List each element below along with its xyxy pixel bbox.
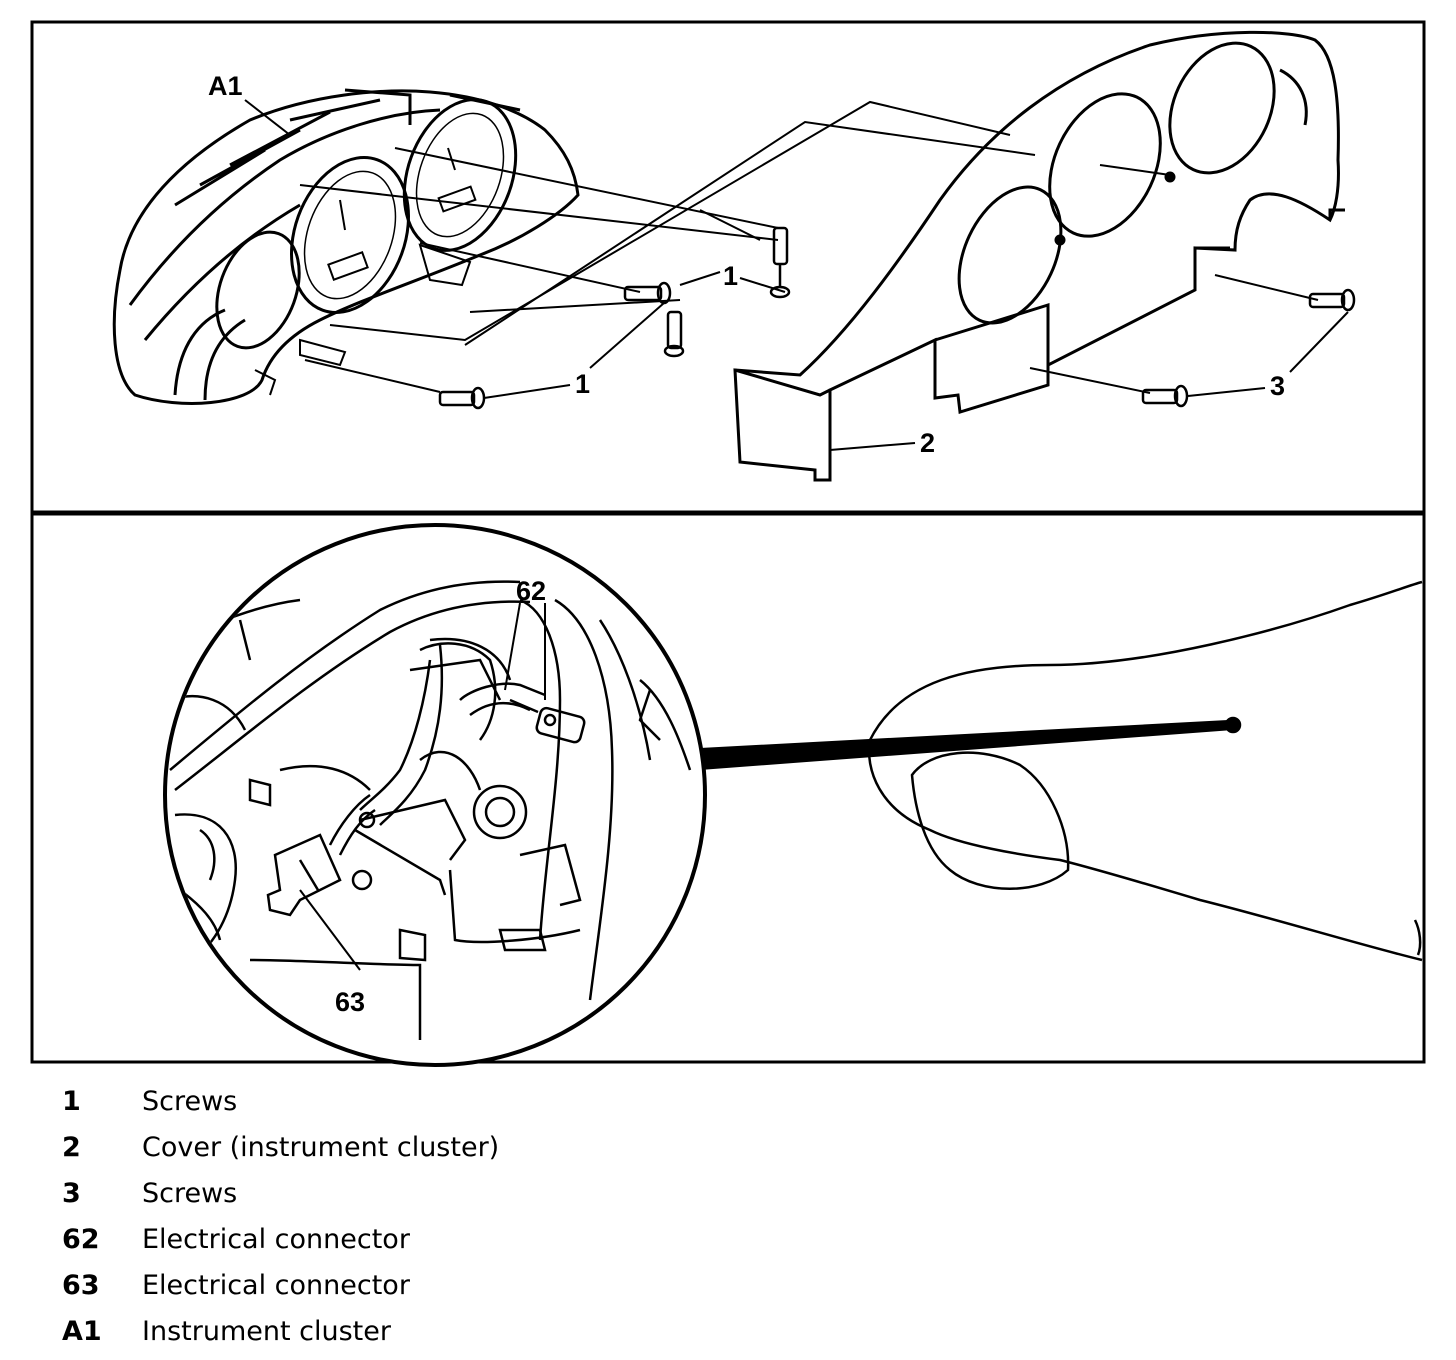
legend-text: Screws: [142, 1177, 238, 1209]
legend-item: 62 Electrical connector: [62, 1216, 962, 1262]
legend-key: 3: [62, 1177, 81, 1209]
diagram-stage: A1 1 1 2 3: [30, 20, 1426, 1067]
cover-opening-2: [1048, 92, 1162, 238]
callout-3: 3: [1270, 371, 1285, 401]
screw: [663, 310, 685, 358]
legend-text: Electrical connector: [142, 1269, 410, 1301]
legend-item: A1 Instrument cluster: [62, 1308, 962, 1354]
top-panel-frame: [30, 20, 1426, 514]
connector-63: [266, 833, 342, 917]
callout-a1: A1: [208, 71, 243, 101]
screw-group-3: [1141, 288, 1356, 408]
screw: [769, 226, 791, 299]
legend: 1 Screws 2 Cover (instrument cluster) 3 …: [62, 1078, 962, 1354]
callout-leaders-bottom: [299, 602, 546, 971]
callout-1-middle: 1: [575, 369, 590, 399]
legend-text: Instrument cluster: [142, 1315, 391, 1347]
legend-key: 2: [62, 1131, 81, 1163]
callout-leaders-1: [483, 271, 786, 399]
legend-text: Cover (instrument cluster): [142, 1131, 500, 1163]
legend-text: Electrical connector: [142, 1223, 410, 1255]
cover-opening-1: [957, 185, 1063, 325]
screw: [1308, 288, 1356, 312]
legend-item: 1 Screws: [62, 1078, 962, 1124]
legend-item: 3 Screws: [62, 1170, 962, 1216]
legend-item: 63 Electrical connector: [62, 1262, 962, 1308]
small-gauge-left: [215, 230, 301, 350]
callout-62: 62: [516, 576, 546, 606]
callout-63: 63: [335, 987, 365, 1017]
exploded-view-diagram: A1 1 1 2 3: [30, 20, 1426, 1067]
legend-key: 63: [62, 1269, 100, 1301]
vehicle-profile-drawing: [867, 580, 1423, 962]
legend-key: 1: [62, 1085, 81, 1117]
legend-key: 62: [62, 1223, 100, 1255]
speedometer-gauge: [290, 156, 410, 314]
callout-1-top: 1: [723, 261, 738, 291]
instrument-cluster-drawing: [112, 88, 580, 405]
legend-key: A1: [62, 1315, 102, 1347]
cluster-cover-drawing: [733, 30, 1345, 482]
connector-62: [535, 706, 586, 744]
bottom-panel-frame: [30, 512, 1426, 1064]
tachometer-gauge: [402, 98, 518, 252]
callout-leaders-3: [244, 99, 1349, 451]
legend-text: Screws: [142, 1085, 238, 1117]
cover-opening-3: [1168, 41, 1276, 175]
detail-pointer-wedge: [700, 720, 1233, 770]
magnified-detail: [163, 523, 707, 1067]
callout-2: 2: [920, 428, 935, 458]
alignment-lines: [299, 100, 1319, 394]
screw: [1141, 384, 1189, 408]
legend-item: 2 Cover (instrument cluster): [62, 1124, 962, 1170]
screw: [438, 386, 486, 410]
